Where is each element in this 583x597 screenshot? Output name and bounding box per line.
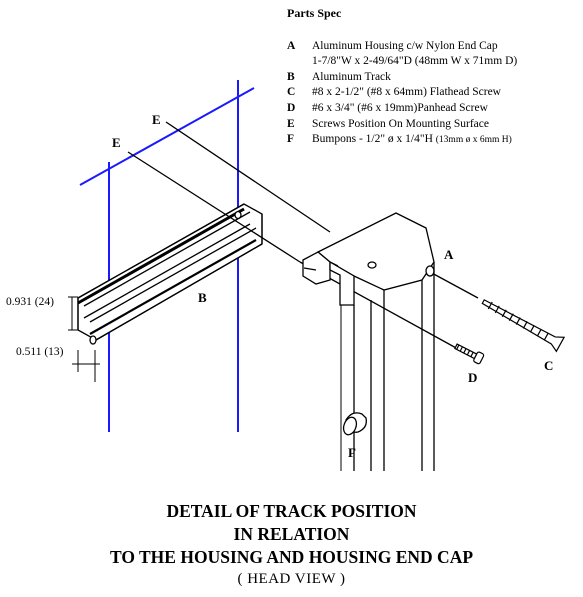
spec-letter: F — [287, 133, 295, 146]
spec-text: #6 x 3/4" (#6 x 19mm)Panhead Screw — [312, 101, 488, 114]
spec-text: Aluminum Track — [312, 70, 391, 83]
spec-text: Screws Position On Mounting Surface — [312, 117, 489, 130]
height-dimension: 0.931 (24) — [6, 296, 54, 308]
bumpon — [342, 412, 367, 436]
aluminum-housing — [302, 212, 435, 471]
parts-spec: Parts Spec A Aluminum Housing c/w Nylon … — [287, 6, 583, 149]
spec-item-a: A Aluminum Housing c/w Nylon End Cap — [287, 39, 583, 55]
label-d: D — [468, 370, 477, 385]
dimension-lines — [68, 296, 100, 382]
spec-letter: E — [287, 117, 295, 130]
spec-item-f: F Bumpons - 1/2" ø x 1/4"H (13mm ø x 6mm… — [287, 132, 583, 149]
panhead-screw — [454, 343, 485, 365]
spec-letter: B — [287, 70, 295, 83]
part-labels: B A C D E E F — [112, 112, 553, 460]
dimension-labels: 0.931 (24) 0.511 (13) — [6, 296, 64, 358]
caption-line-1: DETAIL OF TRACK POSITION — [166, 501, 417, 521]
spec-letter: C — [287, 86, 296, 99]
spec-text: #8 x 2-1/2" (#8 x 64mm) Flathead Screw — [312, 86, 501, 99]
spec-letter: D — [287, 101, 296, 114]
spec-item-c: C #8 x 2-1/2" (#8 x 64mm) Flathead Screw — [287, 85, 583, 101]
label-a: A — [444, 247, 454, 262]
leader-e-lower — [127, 151, 301, 263]
leader-c — [429, 271, 479, 299]
figure-caption: DETAIL OF TRACK POSITION IN RELATION TO … — [0, 500, 583, 589]
mounting-line-top — [79, 87, 255, 186]
spec-text-metric: (13mm ø x 6mm H) — [435, 135, 512, 146]
spec-text: Aluminum Housing c/w Nylon End Cap — [312, 39, 498, 52]
spec-item-d: D #6 x 3/4" (#6 x 19mm)Panhead Screw — [287, 101, 583, 117]
spec-letter: A — [287, 39, 296, 52]
label-c: C — [544, 358, 553, 373]
housing-screw-hole-side — [425, 265, 435, 277]
label-f: F — [348, 445, 356, 460]
caption-line-2: IN RELATION — [233, 524, 350, 544]
housing-screw-hole-top — [367, 261, 377, 269]
spec-item-a-cont: 1-7/8"W x 2-49/64"D (48mm W x 71mm D) — [287, 54, 583, 70]
label-e-1: E — [112, 135, 121, 150]
track-screw-hole — [234, 210, 242, 220]
label-e-2: E — [152, 112, 161, 127]
width-dimension: 0.511 (13) — [16, 346, 64, 358]
spec-text-cont: 1-7/8"W x 2-49/64"D (48mm W x 71mm D) — [312, 55, 518, 68]
flathead-screw — [481, 299, 566, 353]
label-b: B — [198, 290, 207, 305]
caption-line-3: TO THE HOUSING AND HOUSING END CAP — [109, 547, 474, 567]
aluminum-track — [77, 203, 263, 345]
spec-text-main: Bumpons - 1/2" ø x 1/4"H — [312, 133, 433, 146]
spec-text: Bumpons - 1/2" ø x 1/4"H (13mm ø x 6mm H… — [312, 132, 583, 149]
spec-item-b: B Aluminum Track — [287, 70, 583, 86]
spec-item-e: E Screws Position On Mounting Surface — [287, 117, 583, 133]
caption-subtitle: ( HEAD VIEW ) — [237, 571, 346, 587]
parts-spec-title: Parts Spec — [287, 6, 342, 20]
leader-e-upper — [165, 121, 331, 233]
